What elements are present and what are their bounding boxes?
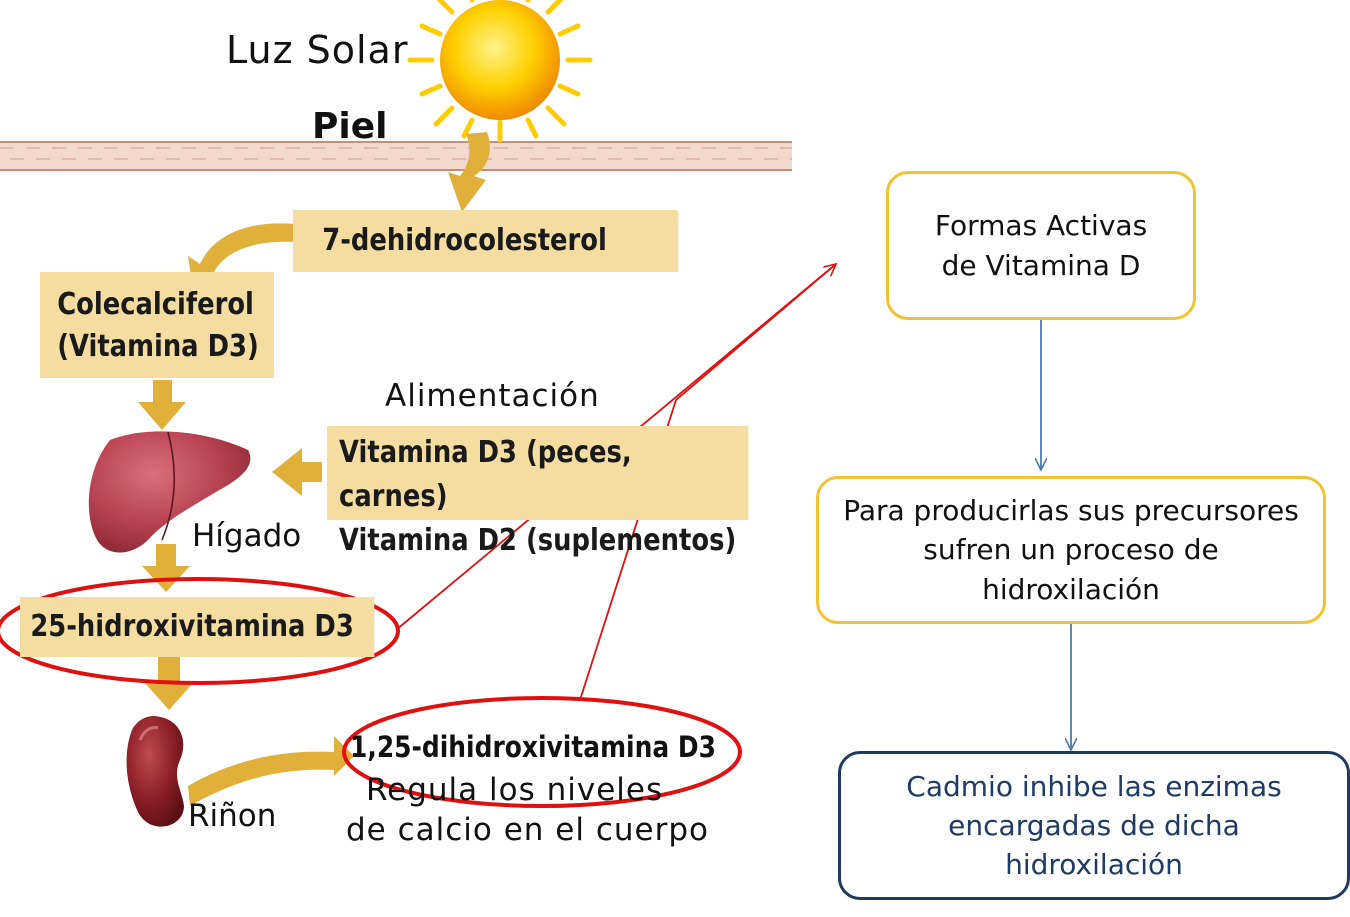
arrow-chole-to-liver	[138, 380, 186, 430]
box-hydroxylation-process-text: Para producirlas sus precursores sufren …	[843, 494, 1299, 606]
liver-icon	[88, 431, 251, 553]
arrow-diet-to-liver	[272, 448, 322, 496]
label-125-dihidroxivitamina: 1,25-dihidroxivitamina D3	[350, 730, 716, 764]
label-skin: Piel	[312, 106, 388, 147]
red-line-junction-to-box	[675, 263, 837, 401]
label-diet-title: Alimentación	[385, 378, 600, 414]
arrow-liver-to-25	[142, 544, 190, 592]
tag-7-dehidrocolesterol-text: 7-dehidrocolesterol	[322, 223, 607, 258]
label-regulates-line2: de calcio en el cuerpo	[346, 812, 709, 848]
arrow-sun-to-dehydro	[448, 132, 490, 212]
arrow-kidney-to-125	[188, 736, 354, 806]
label-regulates-line1: Regula los niveles	[366, 772, 664, 808]
sun-icon	[407, 0, 593, 143]
skin-layer	[0, 141, 792, 171]
tag-colecalciferol-line2: (Vitamina D3)	[57, 329, 259, 364]
tag-diet-sources: Vitamina D3 (peces, carnes) Vitamina D2 …	[327, 426, 749, 558]
tag-colecalciferol-line1: Colecalciferol	[57, 287, 254, 322]
highlight-25-hydroxy	[0, 577, 400, 685]
highlight-125-dihydroxy	[342, 696, 742, 808]
tag-25-hidroxivitamina-text: 25-hidroxivitamina D3	[30, 609, 354, 644]
box-cadmium-inhibits-text: Cadmio inhibe las enzimas encargadas de …	[906, 769, 1282, 882]
box-active-forms: Formas Activas de Vitamina D	[886, 171, 1196, 320]
box-hydroxylation-process: Para producirlas sus precursores sufren …	[816, 476, 1326, 624]
label-liver: Hígado	[192, 518, 302, 554]
kidney-icon	[126, 716, 184, 827]
tag-25-hidroxivitamina: 25-hidroxivitamina D3	[20, 597, 375, 657]
tag-7-dehidrocolesterol: 7-dehidrocolesterol	[293, 210, 679, 272]
tag-diet-line1: Vitamina D3 (peces, carnes)	[339, 435, 632, 514]
label-kidney: Riñon	[188, 798, 277, 834]
label-sunlight: Luz Solar	[226, 28, 409, 72]
tag-diet-line2: Vitamina D2 (suplementos)	[339, 523, 737, 558]
tag-colecalciferol: Colecalciferol (Vitamina D3)	[40, 272, 274, 378]
box-active-forms-text: Formas Activas de Vitamina D	[934, 209, 1148, 282]
box-cadmium-inhibits: Cadmio inhibe las enzimas encargadas de …	[838, 751, 1350, 900]
